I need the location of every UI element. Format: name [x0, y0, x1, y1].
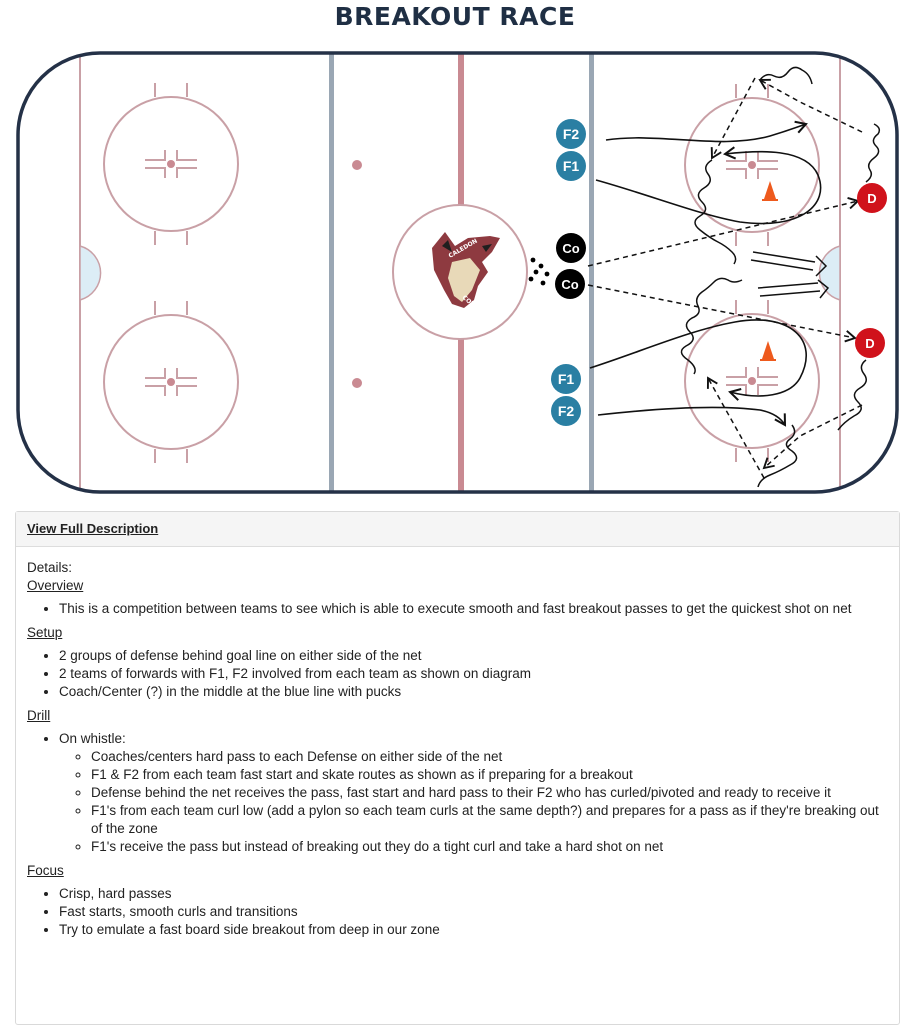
page-title: BREAKOUT RACE	[334, 2, 576, 31]
svg-text:F1: F1	[563, 158, 580, 174]
view-full-description-link[interactable]: View Full Description	[27, 521, 159, 536]
neutral-dot	[352, 160, 362, 170]
list-subitem: F1's from each team curl low (add a pylo…	[91, 802, 888, 838]
skate-route-f1-bottom	[589, 319, 807, 401]
pass-d-to-f2-bottom	[762, 404, 863, 470]
pass-coach-to-d-top	[587, 197, 860, 267]
blue-line-right	[589, 53, 594, 492]
player-f2-bottom: F2	[551, 396, 581, 426]
pass-f2-to-f1-bottom	[706, 376, 765, 479]
drill-sublist: Coaches/centers hard pass to each Defens…	[59, 748, 888, 856]
rink-diagram: CALEDON COYOTES	[0, 40, 910, 500]
carry-wave	[837, 359, 867, 431]
player-coach-bottom: Co	[555, 269, 585, 299]
player-f1-bottom: F1	[551, 364, 581, 394]
goal-crease-left	[79, 245, 102, 301]
svg-text:F1: F1	[558, 371, 575, 387]
skate-route-f1-top	[595, 146, 822, 225]
list-subitem: Defense behind the net receives the pass…	[91, 784, 888, 802]
faceoff-circle-left-top	[103, 83, 239, 245]
faceoff-dot	[167, 160, 175, 168]
shot-line-bottom	[757, 282, 821, 297]
overview-list: This is a competition between teams to s…	[27, 600, 888, 618]
description-header: View Full Description	[16, 512, 899, 547]
svg-text:D: D	[867, 191, 876, 206]
list-item: Try to emulate a fast board side breakou…	[59, 921, 888, 939]
list-item: Coach/Center (?) in the middle at the bl…	[59, 683, 888, 701]
player-f1-top: F1	[556, 151, 586, 181]
list-item: On whistle: Coaches/centers hard pass to…	[59, 730, 888, 856]
puck-pile	[528, 257, 550, 286]
skate-route-f2-top	[605, 120, 808, 143]
setup-list: 2 groups of defense behind goal line on …	[27, 647, 888, 701]
svg-text:F2: F2	[563, 126, 580, 142]
section-title-setup: Setup	[27, 625, 63, 640]
carry-wave	[757, 424, 798, 488]
list-subitem: F1's receive the pass but instead of bre…	[91, 838, 888, 856]
description-panel: View Full Description Details: Overview …	[15, 511, 900, 1025]
cone-icon	[764, 181, 776, 199]
list-subitem: F1 & F2 from each team fast start and sk…	[91, 766, 888, 784]
pass-d-to-f2-top	[758, 78, 863, 133]
pass-coach-to-d-bottom	[587, 284, 857, 343]
cone-icon	[762, 341, 774, 359]
player-coach-top: Co	[556, 233, 586, 263]
faceoff-circle-right-bottom	[684, 300, 820, 462]
svg-text:F2: F2	[558, 403, 575, 419]
pass-f2-to-f1-top	[710, 77, 756, 160]
player-defense-bottom: D	[855, 328, 885, 358]
faceoff-dot	[167, 378, 175, 386]
svg-text:Co: Co	[561, 277, 578, 292]
drill-list: On whistle: Coaches/centers hard pass to…	[27, 730, 888, 856]
list-subitem: Coaches/centers hard pass to each Defens…	[91, 748, 888, 766]
carry-wave	[865, 123, 881, 183]
list-item: This is a competition between teams to s…	[59, 600, 888, 618]
svg-text:D: D	[865, 336, 874, 351]
description-body: Details: Overview This is a competition …	[16, 547, 899, 939]
faceoff-circle-left-bottom	[103, 301, 239, 463]
carry-wave	[680, 277, 743, 375]
svg-text:Co: Co	[562, 241, 579, 256]
details-label: Details:	[27, 560, 73, 575]
neutral-dot	[352, 378, 362, 388]
section-title-focus: Focus	[27, 863, 64, 878]
section-title-overview: Overview	[27, 578, 84, 593]
shot-line-top	[750, 251, 816, 271]
carry-wave	[694, 159, 737, 265]
focus-list: Crisp, hard passes Fast starts, smooth c…	[27, 885, 888, 939]
blue-line-left	[329, 53, 334, 492]
player-defense-top: D	[857, 183, 887, 213]
section-title-drill: Drill	[27, 708, 51, 723]
list-item: Crisp, hard passes	[59, 885, 888, 903]
faceoff-dot	[748, 161, 756, 169]
list-item: 2 teams of forwards with F1, F2 involved…	[59, 665, 888, 683]
player-f2-top: F2	[556, 119, 586, 149]
faceoff-circle-right-top	[684, 84, 820, 246]
faceoff-dot	[748, 377, 756, 385]
carry-wave	[759, 66, 813, 85]
list-item: 2 groups of defense behind goal line on …	[59, 647, 888, 665]
goal-crease-right	[818, 245, 841, 301]
skate-route-f2-bottom	[597, 406, 787, 427]
list-item: Fast starts, smooth curls and transition…	[59, 903, 888, 921]
drill-item-label: On whistle:	[59, 731, 126, 746]
rink-boards	[16, 51, 899, 494]
